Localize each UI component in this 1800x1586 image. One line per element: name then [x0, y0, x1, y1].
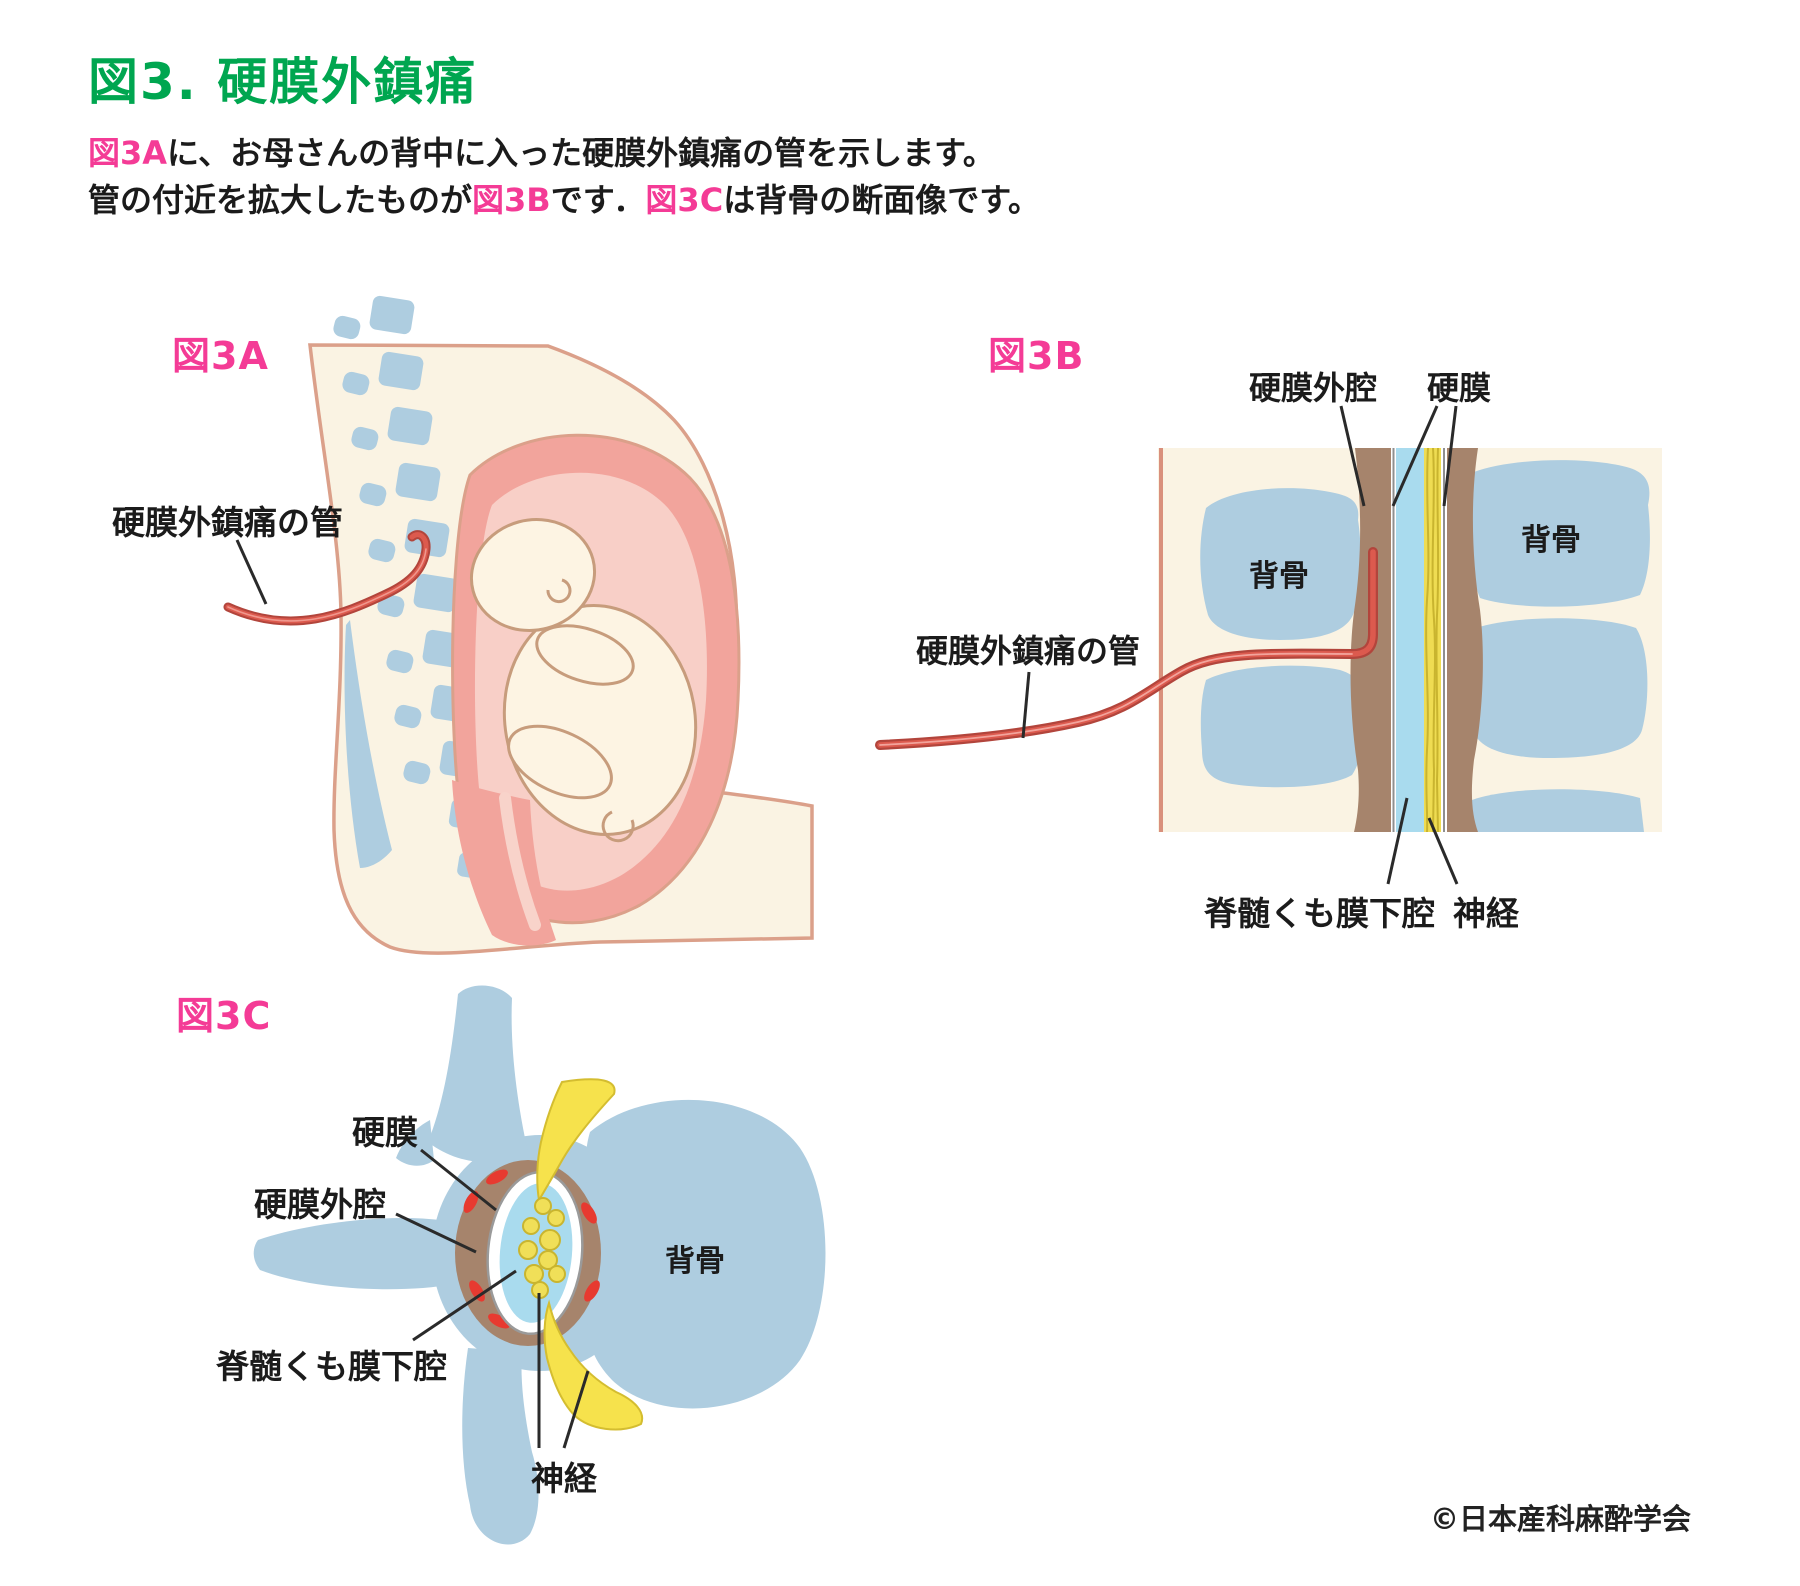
fig3b-tag: 図3B — [988, 334, 1085, 378]
fig3a-reference: 図3A — [88, 134, 168, 172]
birth-canal-core — [499, 792, 541, 931]
fig3b-leader-lines — [1021, 405, 1459, 885]
vertebral-body — [585, 1099, 826, 1409]
nerve-strands — [1425, 447, 1440, 833]
fig3c-epidural-space-label: 硬膜外腔 — [254, 1185, 386, 1224]
fetus — [469, 518, 698, 843]
description-text-2c: は背骨の断面像です。 — [723, 181, 1040, 219]
leader-nerve — [1427, 817, 1459, 885]
copyright-notice: ©日本産科麻酔学会 — [1430, 1502, 1692, 1536]
leader-nerve-root-3c — [562, 1370, 590, 1449]
leader-subarachnoid — [1386, 797, 1409, 885]
epidural-catheter-3a — [223, 530, 431, 626]
spinous-processes — [333, 315, 431, 785]
blood-vessels — [463, 1169, 600, 1329]
sacrum-shape — [344, 620, 392, 868]
fig3a-illustration — [223, 295, 814, 955]
subarachnoid-band — [1396, 448, 1424, 832]
nerve-dots — [518, 1197, 566, 1299]
fig3c-nerve-label: 神経 — [531, 1459, 597, 1498]
fig3b-epidural-space-label: 硬膜外腔 — [1249, 369, 1378, 407]
page-title: 図3. 硬膜外鎮痛 — [88, 53, 478, 111]
fig3c-tag: 図3C — [176, 994, 272, 1038]
fig3c-subarachnoid-label: 脊髄くも膜下腔 — [216, 1347, 447, 1386]
leader-dura-right — [1442, 405, 1458, 507]
fig3c-bone-label: 背骨 — [665, 1244, 725, 1279]
leader-dura-left — [1391, 405, 1439, 507]
leader-catheter-3a — [235, 539, 268, 605]
fig3b-dura-label: 硬膜 — [1427, 369, 1492, 407]
fig3b-illustration — [875, 405, 1662, 885]
leader-catheter-3b — [1021, 671, 1031, 739]
fig3c-leader-lines — [395, 1148, 590, 1449]
description-text-2a: 管の付近を拡大したものが — [88, 181, 473, 219]
fig3b-bone-label-left: 背骨 — [1249, 559, 1309, 594]
fig3b-catheter-label: 硬膜外鎮痛の管 — [916, 632, 1141, 670]
vertebrae-left — [1200, 488, 1365, 788]
fig3a-tag: 図3A — [172, 334, 269, 378]
leader-dura-3c — [420, 1148, 497, 1212]
leader-epidural-3c — [395, 1212, 477, 1254]
fig3b-reference: 図3B — [472, 181, 551, 219]
fig3c-dura-label: 硬膜 — [352, 1113, 418, 1152]
fig3b-nerve-label: 神経 — [1453, 894, 1519, 933]
figure-description: 図3Aに、お母さんの背中に入った硬膜外鎮痛の管を示します。 管の付近を拡大したも… — [88, 130, 1040, 224]
epidural-space-band-right — [1447, 448, 1483, 832]
fig3a-catheter-label: 硬膜外鎮痛の管 — [112, 503, 343, 542]
description-text-1: に、お母さんの背中に入った硬膜外鎮痛の管を示します。 — [167, 134, 995, 172]
leader-epidural-space — [1339, 405, 1366, 507]
fig3c-reference: 図3C — [645, 181, 724, 219]
description-text-2b: です． — [550, 181, 646, 219]
fig3b-bone-label-right: 背骨 — [1521, 523, 1581, 558]
fig3c-illustration — [253, 985, 826, 1545]
fig3b-subarachnoid-label: 脊髄くも膜下腔 — [1204, 894, 1435, 933]
epidural-catheter-3b — [875, 547, 1378, 750]
description-line-1: 図3Aに、お母さんの背中に入った硬膜外鎮痛の管を示します。 — [88, 130, 1040, 177]
description-line-2: 管の付近を拡大したものが図3Bです．図3Cは背骨の断面像です。 — [88, 177, 1040, 224]
nerve-roots — [536, 1078, 644, 1431]
leader-subarachnoid-3c — [412, 1269, 517, 1342]
vertebrae-right — [1468, 460, 1650, 832]
